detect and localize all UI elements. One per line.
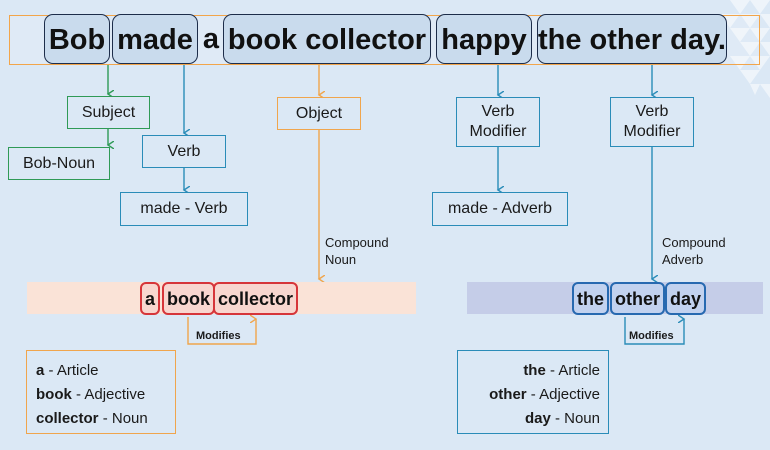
modifies-label-adverb: Modifies [629,330,674,342]
legend-row: book - Adjective [36,386,146,403]
word-a: a [202,23,220,55]
word-bob: Bob [44,14,110,64]
modifies-label-noun: Modifies [196,330,241,342]
chip-a: a [140,282,161,315]
triangle-pattern-decoration [720,0,770,98]
word-book-collector: book collector [223,14,431,64]
chip-book: book [162,282,215,315]
verb-modifier-box-the-other-day: Verb Modifier [610,97,694,147]
chip-day: day [665,282,707,315]
word-happy: happy [436,14,532,64]
legend-row: other - Adjective [489,386,600,403]
arrow-modifies-book-collector [187,317,256,345]
made-verb-box: made - Verb [120,192,248,226]
verb-box: Verb [142,135,226,168]
legend-row: day - Noun [524,410,600,427]
subject-box: Subject [67,96,150,129]
chip-collector: collector [213,282,299,315]
word-the-other-day: the other day. [537,14,727,64]
chip-other: other [610,282,665,315]
legend-row: the - Article [523,362,600,379]
word-made: made [112,14,198,64]
bob-noun-box: Bob-Noun [8,147,110,180]
chip-the: the [572,282,609,315]
compound-noun-label: Compound Noun [325,235,389,267]
legend-compound-noun: a - Article book - Adjective collector -… [26,350,176,434]
legend-row: collector - Noun [36,410,148,427]
legend-compound-adverb: the - Article other - Adjective day - No… [457,350,609,434]
legend-row: a - Article [36,362,99,379]
object-box: Object [277,97,361,130]
verb-modifier-box-happy: Verb Modifier [456,97,540,147]
made-adverb-box: made - Adverb [432,192,568,226]
arrow-modifies-other-day [624,317,684,345]
compound-adverb-label: Compound Adverb [662,235,726,267]
